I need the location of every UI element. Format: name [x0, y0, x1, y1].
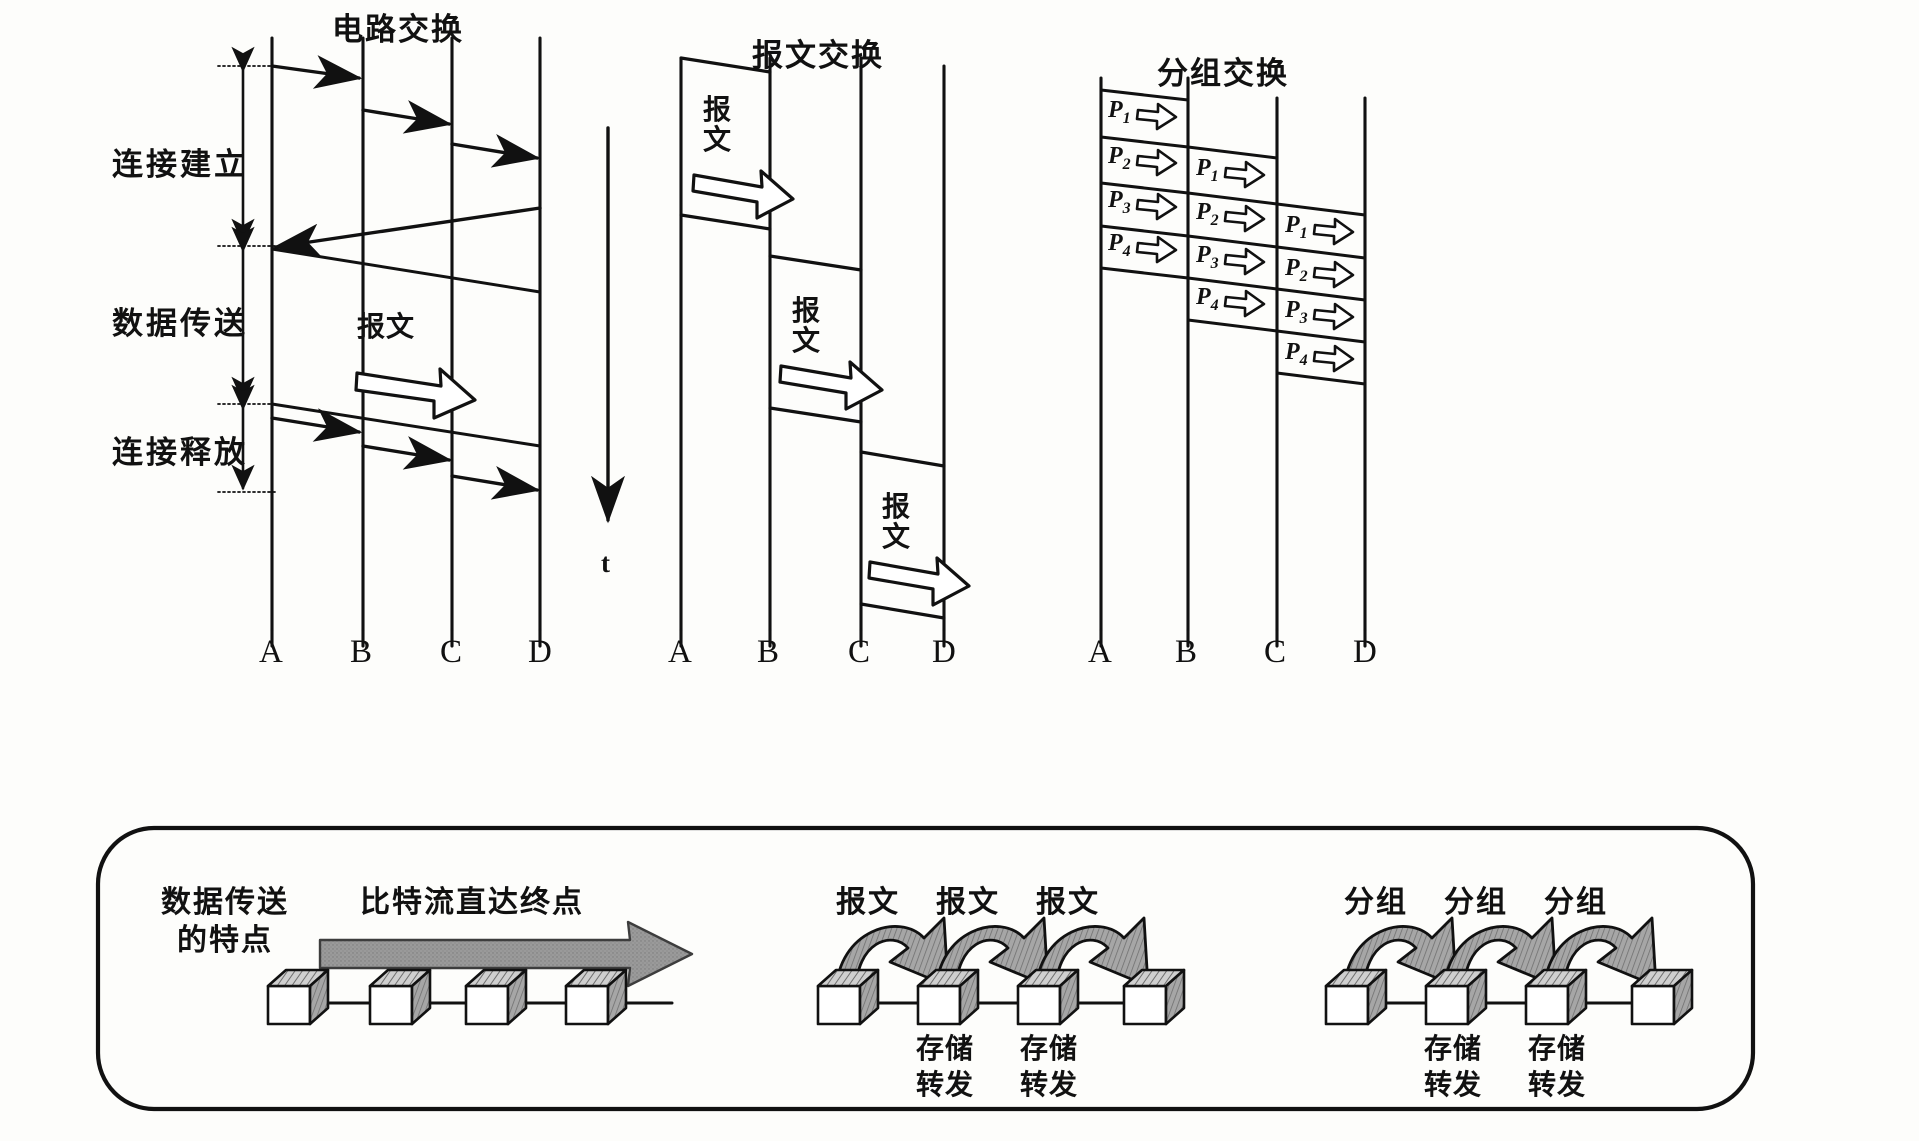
store-forward-message-2-line2: 转发 [1019, 1068, 1078, 1101]
store-forward-packet-2-line1: 存储 [1527, 1032, 1586, 1065]
phase-label-connection-setup: 连接建立 [112, 147, 248, 183]
node-letter-message-b: B [757, 634, 780, 670]
section-title-packet: 分组交换 [1157, 56, 1289, 92]
summary-row-label-line2: 的特点 [177, 923, 273, 958]
packet-label-c-p2: P2 [1285, 255, 1308, 285]
packet-label-b-p1: P1 [1196, 155, 1219, 185]
packet-label-a-p2: P2 [1108, 143, 1131, 173]
node-letter-packet-b: B [1175, 634, 1198, 670]
packet-label-b-p2: P2 [1196, 199, 1219, 229]
node-letter-circuit-b: B [350, 634, 373, 670]
node-letter-circuit-c: C [440, 634, 463, 670]
summary-caption-packet-1: 分组 [1344, 885, 1408, 920]
node-letter-packet-d: D [1353, 634, 1377, 670]
summary-caption-circuit: 比特流直达终点 [360, 885, 584, 920]
packet-label-a-p1: P1 [1108, 97, 1131, 127]
node-letter-packet-c: C [1264, 634, 1287, 670]
summary-caption-message-1: 报文 [836, 885, 900, 920]
store-forward-packet-1-line1: 存储 [1423, 1032, 1482, 1065]
store-forward-message-1-line1: 存储 [915, 1032, 974, 1065]
packet-label-a-p3: P3 [1108, 187, 1131, 217]
summary-caption-message-2: 报文 [936, 885, 1000, 920]
message-hop-label-ab: 报文 [703, 93, 733, 156]
section-title-message: 报文交换 [752, 38, 884, 74]
node-letter-message-a: A [668, 634, 692, 670]
node-letter-packet-a: A [1088, 634, 1112, 670]
summary-row-label-line1: 数据传送 [161, 885, 289, 920]
section-title-circuit: 电路交换 [332, 12, 464, 48]
packet-label-c-p4: P4 [1285, 339, 1308, 369]
packet-label-c-p3: P3 [1285, 297, 1308, 327]
node-letter-circuit-d: D [528, 634, 552, 670]
message-hop-label-cd: 报文 [882, 490, 912, 553]
phase-label-data-transfer: 数据传送 [112, 306, 248, 342]
packet-label-c-p1: P1 [1285, 212, 1308, 242]
packet-label-a-p4: P4 [1108, 230, 1131, 260]
store-forward-message-1-line2: 转发 [915, 1068, 974, 1101]
packet-label-b-p4: P4 [1196, 284, 1219, 314]
packet-label-b-p3: P3 [1196, 242, 1219, 272]
store-forward-packet-2-line2: 转发 [1527, 1068, 1586, 1101]
message-hop-label-bc: 报文 [792, 294, 822, 357]
node-letter-circuit-a: A [259, 634, 283, 670]
node-letter-message-d: D [932, 634, 956, 670]
phase-label-connection-release: 连接释放 [112, 435, 248, 471]
time-axis-label: t [601, 548, 610, 578]
summary-caption-packet-3: 分组 [1544, 885, 1608, 920]
summary-caption-packet-2: 分组 [1444, 885, 1508, 920]
node-letter-message-c: C [848, 634, 871, 670]
store-forward-message-2-line1: 存储 [1019, 1032, 1078, 1065]
summary-caption-message-3: 报文 [1036, 885, 1100, 920]
store-forward-packet-1-line2: 转发 [1423, 1068, 1482, 1101]
circuit-message-label: 报文 [357, 310, 416, 343]
